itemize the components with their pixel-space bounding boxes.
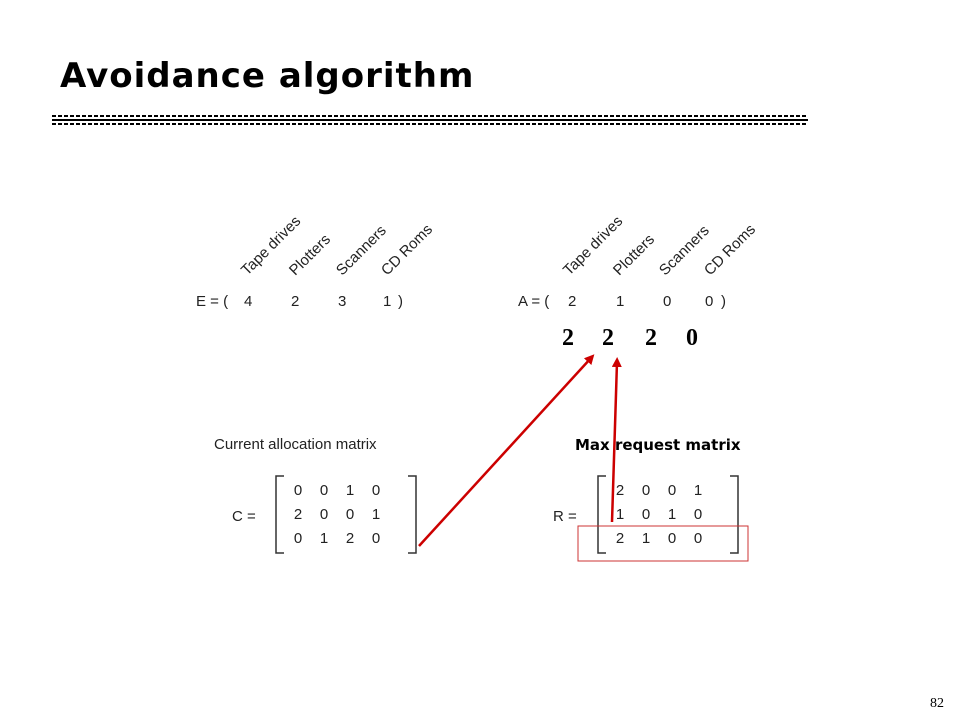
available-after-vector: 2 2 2 0 [562, 325, 712, 355]
available-vector: A = ( 2 1 0 0 ) [518, 293, 738, 313]
arrow-from-r-row [610, 357, 622, 523]
existing-suffix: ) [398, 293, 403, 310]
existing-prefix: E = ( [196, 293, 229, 310]
matrix-cell: 0 [345, 506, 355, 523]
available-value: 0 [663, 293, 672, 310]
matrix-cell: 0 [641, 482, 651, 499]
available-value: 2 [568, 293, 577, 310]
current-allocation-name: C = [232, 508, 256, 525]
matrix-right-bracket [730, 475, 739, 554]
matrix-cell: 1 [693, 482, 703, 499]
matrix-cell: 1 [615, 506, 625, 523]
matrix-cell: 1 [319, 530, 329, 547]
max-request-matrix: 2 0 0 1 1 0 1 0 2 1 0 0 [602, 480, 742, 552]
page-number: 82 [930, 696, 944, 711]
available-after-value: 2 [645, 325, 657, 351]
matrix-cell: 0 [293, 530, 303, 547]
matrix-cell: 2 [345, 530, 355, 547]
max-request-name: R = [553, 508, 577, 525]
matrix-cell: 1 [345, 482, 355, 499]
available-prefix: A = ( [518, 293, 550, 310]
existing-value: 2 [291, 293, 300, 310]
matrix-cell: 0 [693, 506, 703, 523]
existing-vector: E = ( 4 2 3 1 ) [196, 293, 416, 313]
current-allocation-title: Current allocation matrix [214, 436, 377, 453]
matrix-cell: 0 [693, 530, 703, 547]
matrix-left-bracket [275, 475, 284, 554]
available-suffix: ) [721, 293, 726, 310]
matrix-cell: 1 [667, 506, 677, 523]
matrix-cell: 1 [641, 530, 651, 547]
available-value: 0 [705, 293, 714, 310]
available-after-value: 2 [562, 325, 574, 351]
matrix-cell: 2 [293, 506, 303, 523]
title-underline [52, 115, 808, 125]
arrow-from-c-row [418, 354, 595, 547]
matrix-cell: 0 [371, 482, 381, 499]
max-request-title: Max request matrix [575, 436, 741, 454]
existing-value: 4 [244, 293, 253, 310]
matrix-cell: 0 [667, 482, 677, 499]
matrix-cell: 0 [319, 506, 329, 523]
highlight-box [577, 525, 749, 562]
slide-title: Avoidance algorithm [60, 56, 475, 96]
matrix-cell: 1 [371, 506, 381, 523]
matrix-cell: 0 [641, 506, 651, 523]
available-after-value: 2 [602, 325, 614, 351]
existing-value: 3 [338, 293, 347, 310]
matrix-right-bracket [408, 475, 417, 554]
matrix-cell: 2 [615, 482, 625, 499]
matrix-cell: 0 [667, 530, 677, 547]
matrix-cell: 2 [615, 530, 625, 547]
available-after-value: 0 [686, 325, 698, 351]
matrix-cell: 0 [371, 530, 381, 547]
available-value: 1 [616, 293, 625, 310]
existing-value: 1 [383, 293, 392, 310]
matrix-cell: 0 [319, 482, 329, 499]
matrix-left-bracket [597, 475, 606, 554]
current-allocation-matrix: 0 0 1 0 2 0 0 1 0 1 2 0 [280, 480, 420, 552]
matrix-cell: 0 [293, 482, 303, 499]
